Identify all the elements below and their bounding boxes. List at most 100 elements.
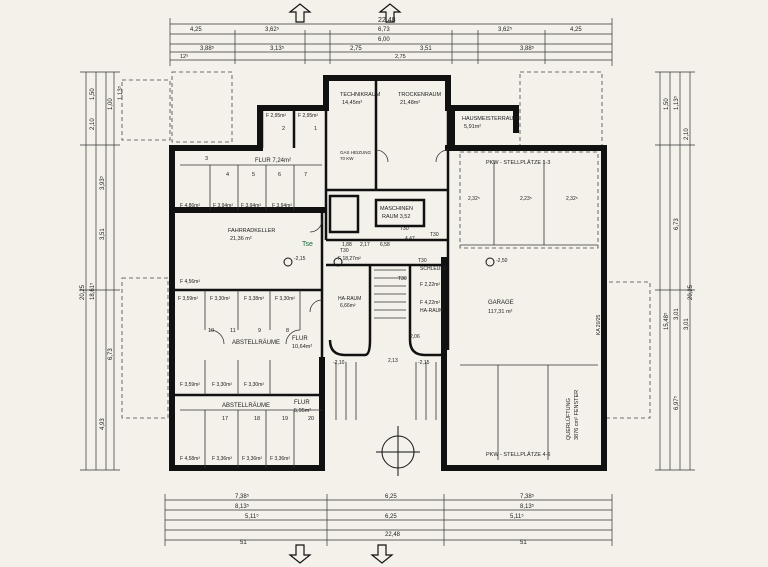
note-tse: Tse <box>302 241 313 248</box>
dim-bottom-f: 5,11⁵ <box>245 513 259 520</box>
dim-right-d: 6,97⁵ <box>673 395 680 410</box>
dim-right-e: 1,50 <box>664 98 670 110</box>
dim-bottom-i: 51 <box>240 540 247 546</box>
room-flur2-area: 10,64m² <box>292 344 312 350</box>
section-arrow-top-right <box>378 3 402 23</box>
measure-h: 2,23⁵ <box>520 196 532 202</box>
num-flur1-4: 5 <box>252 172 255 178</box>
cell-r4-3: F 3,30m² <box>275 296 295 302</box>
dim-right-h: 2,10 <box>684 128 690 140</box>
level-d: -2,15 <box>418 360 430 366</box>
section-arrow-bottom-left <box>288 544 312 564</box>
dimension-top <box>169 18 613 66</box>
dim-bottom-g: 6,25 <box>385 514 397 520</box>
note-t30-e: T30 <box>398 276 407 282</box>
room-flur2: FLUR <box>292 336 308 342</box>
dim-left-i: 1,13⁵ <box>117 85 124 100</box>
num-flur1-3: 4 <box>226 172 229 178</box>
cell-r1-0: F 2,95m² <box>266 113 286 119</box>
dim-bottom-c: 7,38⁵ <box>520 493 535 500</box>
note-t30-d: T30 <box>418 258 427 264</box>
dim-top-k: 3,13⁵ <box>270 45 285 52</box>
cell-r2-1: F 3,94m² <box>213 203 233 209</box>
cell-r6-1: F 3,36m² <box>212 456 232 462</box>
garage-parking-lines <box>459 151 599 460</box>
num-flur1-1: 2 <box>282 126 285 132</box>
num-abst1-1: 11 <box>230 328 236 334</box>
num-flur1-5: 6 <box>278 172 281 178</box>
dim-bottom-h: 5,11⁵ <box>510 513 524 520</box>
measure-e: 2,13 <box>388 358 398 364</box>
note-t30-a: T30 <box>400 226 409 232</box>
dim-top-d: 3,62⁵ <box>498 26 513 33</box>
num-flur1-2: 3 <box>205 156 208 162</box>
dim-bottom-e: 8,13⁵ <box>520 503 535 510</box>
room-fahrrad-area: 21,36 m² <box>230 236 252 242</box>
cell-r6-0: F 4,58m² <box>180 456 200 462</box>
measure-i: 2,32⁵ <box>566 196 578 202</box>
room-haraum2: HA-RAUM <box>420 308 443 314</box>
num-abst2-2: 19 <box>282 416 288 422</box>
room-maschinen: MASCHINEN <box>380 206 413 212</box>
outer-walls <box>169 75 607 471</box>
dim-top-b: 3,62⁵ <box>265 26 280 33</box>
cell-r4-1: F 3,30m² <box>210 296 230 302</box>
note-heizung: GAS HEIZUNG <box>340 150 372 155</box>
num-abst1-3: 8 <box>286 328 289 334</box>
cell-r2-2: F 3,94m² <box>241 203 261 209</box>
room-schleuse-area: F 2,22m² <box>420 282 440 288</box>
room-garage-area: 117,31 m² <box>488 309 513 315</box>
measure-f: 2,06 <box>410 334 420 340</box>
note-handwrite: F 18,27m² <box>338 256 361 262</box>
compass-icon <box>376 426 420 476</box>
drain-icon <box>283 257 495 267</box>
room-pkw-top: PKW - STELLPLÄTZE 1-3 <box>486 159 551 166</box>
measure-d: 2,17 <box>360 242 370 248</box>
dim-right-g: 3,01 <box>684 318 690 330</box>
measure-b: 6,58 <box>380 242 390 248</box>
cell-r6-2: F 3,36m² <box>242 456 262 462</box>
room-abstell2: ABSTELLRÄUME <box>222 402 270 409</box>
dim-top-f: 6,00 <box>378 37 390 43</box>
storage-partitions <box>180 164 322 468</box>
measure-a: 1,88 <box>342 242 352 248</box>
dim-top-l: 2,75 <box>395 54 406 60</box>
room-flur3-area: 5,95m² <box>294 408 311 414</box>
dim-top-g: 2,75 <box>350 46 362 52</box>
num-abst2-1: 18 <box>254 416 260 422</box>
dim-left-a: 18,61⁵ <box>89 282 96 300</box>
room-hausmeister-area: 5,91m² <box>464 124 481 130</box>
dim-bottom-j: 51 <box>520 540 527 546</box>
num-abst1-2: 9 <box>258 328 261 334</box>
num-abst2-3: 20 <box>308 416 314 422</box>
dim-right-b: 6,73 <box>674 218 680 230</box>
door-swings <box>209 149 449 345</box>
dimension-left <box>80 71 120 471</box>
dim-top-i: 3,88⁵ <box>200 45 215 52</box>
section-arrow-top-left <box>288 3 312 23</box>
dim-left-g: 6,73 <box>108 348 114 360</box>
cell-r6-3: F 3,36m² <box>270 456 290 462</box>
room-haraum1: HA-RAUM <box>338 296 361 302</box>
dim-top-m: 12⁵ <box>180 53 188 60</box>
dim-right-total: 20,25 <box>688 284 694 300</box>
dim-left-f: 1,50 <box>90 88 96 100</box>
room-hausmeister: HAUSMEISTERRAUM <box>462 116 518 122</box>
measure-g: 2,32⁵ <box>468 196 480 202</box>
inner-walls <box>172 78 450 397</box>
dim-right-a: 15,48⁵ <box>663 312 670 330</box>
note-t30-b: T30 <box>430 232 439 238</box>
note-ka: KA 20/25 <box>596 314 602 335</box>
num-flur1-0: 1 <box>314 126 317 132</box>
dim-bottom-a: 7,38⁵ <box>235 493 250 500</box>
measure-c: 4,47 <box>405 236 415 242</box>
num-abst2-0: 17 <box>222 416 228 422</box>
dim-top-total: 22,48 <box>378 17 396 24</box>
staircase <box>335 269 437 420</box>
dimension-right <box>655 71 695 471</box>
dim-top-a: 4,25 <box>190 27 202 33</box>
dim-bottom-b: 6,25 <box>385 494 397 500</box>
room-trocken: TROCKENRAUM <box>398 92 442 98</box>
dim-left-c: 3,93⁵ <box>99 175 106 190</box>
dim-left-h: 1,00 <box>108 98 114 110</box>
